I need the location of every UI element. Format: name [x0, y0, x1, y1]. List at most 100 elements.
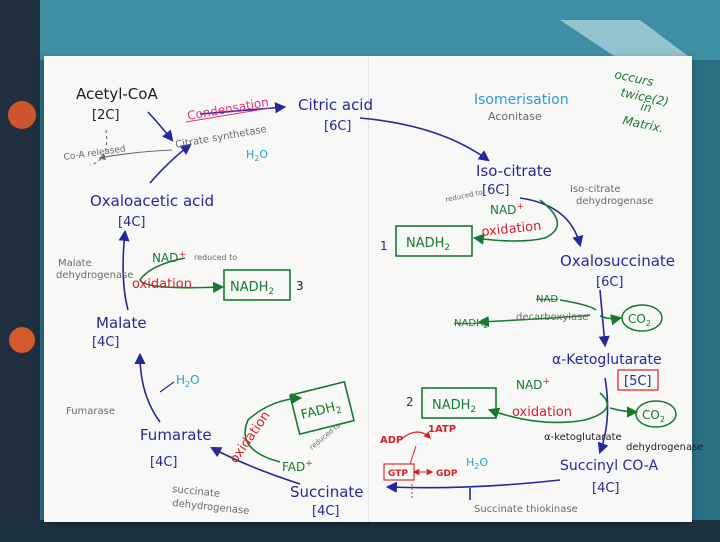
isocitrate-dh-enzyme-2: dehydrogenase — [576, 196, 653, 207]
nadh2-box-step2 — [421, 387, 497, 419]
malate-dh-enzyme-1: Malate — [58, 258, 92, 269]
arrow-fumarate-to-malate — [134, 352, 161, 423]
paper-sheet — [44, 56, 692, 522]
gtp-to-adp-line — [409, 445, 417, 465]
fumarase-enzyme: Fumarase — [66, 406, 115, 417]
arrow-coa-released — [98, 149, 173, 161]
nadh2-step1: NADH2 — [406, 236, 450, 253]
nad-step2: NAD+ — [516, 377, 550, 392]
flower-icon — [9, 327, 35, 353]
nad-step3: NAD+ — [152, 250, 186, 265]
atp-label: 1ATP — [428, 424, 456, 435]
nadh2-box-step3 — [223, 269, 291, 301]
arrow-acetylcoa-to-condensation — [147, 111, 174, 142]
h2o-fumarase: H2O — [176, 373, 200, 389]
succinate-dh-enzyme-1: succinate — [172, 484, 221, 500]
loop-malate-oxidation — [139, 257, 225, 293]
arrow-isocitrate-to-oxalosuccinate — [519, 197, 584, 248]
matrix-note: occurs twice(2) in Matrix. — [613, 67, 670, 135]
nadh2-step2: NADH2 — [432, 398, 476, 415]
fumarate-carbons: [4C] — [150, 455, 178, 470]
co2-bubble-1 — [621, 304, 663, 332]
akg-label: α-Ketoglutarate — [552, 352, 662, 368]
nadh2-crossed: NADH2 — [454, 318, 488, 330]
iso-citrate-label: Iso-citrate — [476, 162, 552, 180]
succinate-thiokinase-enzyme: Succinate thiokinase — [474, 504, 578, 515]
step-number-1: 1 — [380, 239, 388, 253]
arrow-succinylcoa-to-succinate — [385, 479, 561, 493]
acetyl-coa-carbons: [2C] — [92, 108, 120, 123]
arrow-to-co2-2 — [609, 406, 639, 418]
gdp-label: GDP — [436, 469, 458, 479]
malate-carbons: [4C] — [92, 335, 120, 350]
reduced-to-note-1: reduced to — [445, 188, 484, 204]
flower-icon — [8, 101, 36, 129]
oaa-carbons: [4C] — [118, 215, 146, 230]
oxalosuccinate-label: Oxalosuccinate — [560, 252, 675, 270]
iso-citrate-carbons: [6C] — [482, 183, 510, 198]
fadh2-box — [289, 380, 355, 436]
succinate-dh-enzyme-2: dehydrogenase — [172, 498, 250, 517]
malate-dh-enzyme-2: dehydrogenase — [56, 270, 133, 281]
arrow-oaa-to-condensation — [149, 143, 192, 184]
fumarate-label: Fumarate — [140, 426, 212, 444]
nadh2-step3: NADH2 — [230, 280, 274, 297]
succinyl-coa-carbons: [4C] — [592, 481, 620, 496]
nad-step1: NAD+ — [490, 202, 524, 217]
aconitase-enzyme: Aconitase — [488, 110, 542, 123]
cofactor-loops — [139, 199, 639, 463]
matrix-note-line3: in — [639, 99, 653, 115]
loop-isocitrate-oxidation — [472, 199, 559, 245]
succinate-label: Succinate — [290, 483, 364, 501]
nadh2-box-step1 — [395, 225, 473, 257]
akg-dh-enzyme-1: α-ketoglutarate — [544, 432, 622, 443]
line-nadh2-decarbox — [477, 314, 591, 328]
arrow-malate-to-oaa — [118, 229, 130, 311]
paper-fold — [368, 56, 369, 522]
matrix-note-line1: occurs — [613, 67, 654, 89]
citric-acid-carbons: [6C] — [324, 119, 352, 134]
line-nad-decarbox — [559, 299, 597, 311]
nad-crossed: NAD — [536, 294, 558, 305]
loop-akg-oxidation — [487, 392, 609, 424]
loop-fad-reduction — [244, 393, 303, 463]
step-number-2: 2 — [406, 395, 414, 409]
citric-acid-label: Citric acid — [298, 96, 373, 114]
oxidation-step1: oxidation — [481, 219, 542, 240]
succinate-carbons: [4C] — [312, 504, 340, 519]
fad-label: FAD+ — [282, 459, 313, 474]
step-number-3: 3 — [296, 279, 304, 293]
condensation-underline — [185, 107, 271, 123]
arrow-to-co2-1 — [599, 314, 623, 326]
adp-label: ADP — [380, 435, 403, 446]
co2-bubble-2 — [635, 400, 677, 428]
co2-label-1: CO2 — [628, 312, 651, 328]
co2-label-2: CO2 — [642, 408, 665, 424]
acetyl-coa-label: Acetyl-CoA — [76, 85, 158, 103]
akg-carbons-box — [617, 369, 659, 391]
akg-dh-enzyme-2: dehydrogenase — [626, 442, 703, 453]
malate-label: Malate — [96, 314, 147, 332]
decarboxylase-enzyme: decarboxylase — [516, 312, 589, 323]
oaa-label: Oxaloacetic acid — [90, 192, 214, 210]
oxalosuccinate-carbons: [6C] — [596, 275, 624, 290]
matrix-note-line4: Matrix. — [621, 113, 665, 135]
coa-curve — [89, 129, 108, 166]
condensation-label: Condensation — [186, 95, 270, 123]
isocitrate-dh-enzyme-1: Iso-citrate — [570, 184, 621, 195]
reduced-to-note-3: reduced to — [194, 253, 237, 262]
h2o-condensation: H2O — [246, 148, 268, 163]
arrow-akg-to-succinylcoa — [597, 377, 609, 455]
isomerisation-label: Isomerisation — [474, 92, 569, 108]
h2o-thiokinase: H2O — [466, 456, 488, 471]
oxidation-step3: oxidation — [132, 277, 192, 292]
adp-atp-arrow — [399, 431, 431, 441]
h2o-arrow-fumarase — [159, 381, 175, 393]
note-arrows — [89, 129, 173, 166]
gtp-label: GTP — [388, 469, 408, 479]
akg-carbons: [5C] — [624, 374, 652, 389]
oxidation-step2: oxidation — [512, 405, 572, 420]
coa-released-label: Co-A released — [63, 144, 126, 163]
